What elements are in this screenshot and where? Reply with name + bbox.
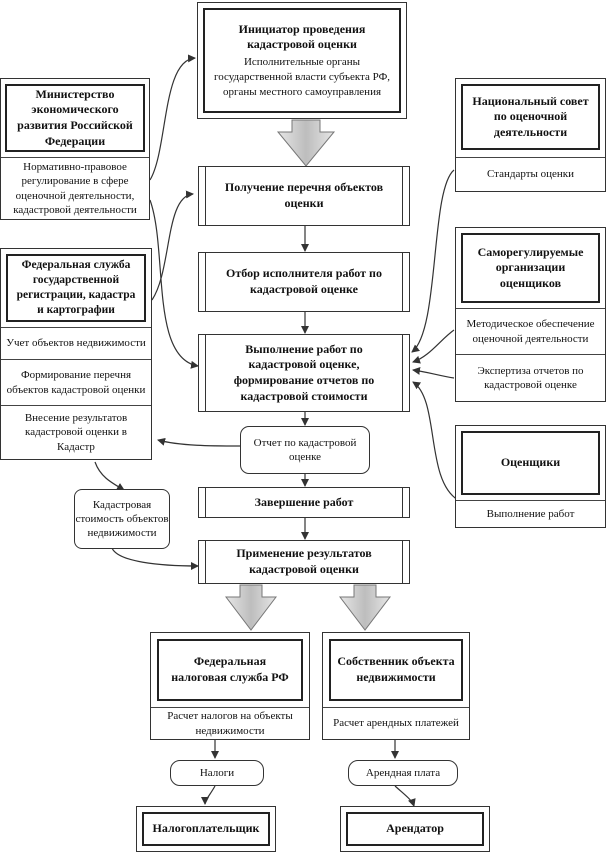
- sro-inner: Саморегулируемые организации оценщиков: [461, 233, 600, 303]
- owner-title: Собственник объекта недвижимости: [337, 654, 455, 684]
- rosreestr-item-2: Формирование перечня объектов кадастрово…: [1, 359, 151, 405]
- curve-report-rosreestr: [157, 437, 241, 447]
- initiator-block: Инициатор проведения кадастровой оценки …: [197, 2, 407, 119]
- step-select-contractor: Отбор исполнителя работ по кадастровой о…: [198, 252, 410, 312]
- big-arrow-owner: [338, 584, 392, 631]
- tenant-block: Арендатор: [340, 806, 490, 852]
- sro-item-2: Экспертиза отчетов по кадастровой оценке: [456, 354, 605, 401]
- owner-inner: Собственник объекта недвижимости: [329, 639, 463, 701]
- report-node: Отчет по кадастровой оценке: [240, 426, 370, 474]
- initiator-title: Инициатор проведения кадастровой оценки: [238, 21, 366, 52]
- arrow-taxes-taxpayer: [201, 785, 216, 805]
- ministry-block: Министерство экономического развития Рос…: [0, 78, 150, 220]
- ministry-title: Министерство экономического развития Рос…: [17, 86, 133, 148]
- rosreestr-inner: Федеральная служба государственной регис…: [6, 254, 146, 322]
- curve-value-s5: [111, 547, 199, 570]
- appraisers-inner: Оценщики: [461, 431, 600, 495]
- curve-council-s3: [411, 169, 455, 353]
- taxpayer-inner: Налогоплательщик: [142, 812, 270, 846]
- sro-title: Саморегулируемые организации оценщиков: [477, 244, 584, 290]
- rosreestr-block: Федеральная служба государственной регис…: [0, 248, 152, 460]
- appraisers-title: Оценщики: [500, 455, 561, 470]
- step-get-object-list: Получение перечня объектов оценки: [198, 166, 410, 226]
- rosreestr-title: Федеральная служба государственной регис…: [16, 259, 136, 316]
- tenant-inner: Арендатор: [346, 812, 484, 846]
- curve-expertise-s3: [412, 366, 455, 379]
- curve-ministry-s3: [149, 199, 199, 369]
- big-arrow-initiator: [276, 119, 336, 167]
- taxpayer-block: Налогоплательщик: [136, 806, 276, 852]
- curve-rosreestr-s1: [151, 190, 194, 301]
- sro-block: Саморегулируемые организации оценщиков М…: [455, 227, 606, 402]
- step-perform-work: Выполнение работ по кадастровой оценке, …: [198, 334, 410, 412]
- tax-service-block: Федеральная налоговая служба РФ Расчет н…: [150, 632, 310, 740]
- tenant-title: Арендатор: [386, 821, 444, 836]
- owner-item: Расчет арендных платежей: [323, 707, 469, 739]
- curve-sro-s3: [412, 329, 455, 364]
- step-apply-results: Применение результатов кадастровой оценк…: [198, 540, 410, 584]
- ministry-item: Нормативно-правовое регулирование в сфер…: [1, 157, 149, 219]
- appraisers-item: Выполнение работ: [456, 500, 605, 527]
- curve-rosreestr-value: [94, 461, 125, 491]
- arrow-rent-tenant: [394, 785, 416, 807]
- rent-node: Арендная плата: [348, 760, 458, 786]
- tax-service-item: Расчет налогов на объекты недвижимости: [151, 707, 309, 739]
- ministry-inner: Министерство экономического развития Рос…: [5, 84, 145, 152]
- owner-block: Собственник объекта недвижимости Расчет …: [322, 632, 470, 740]
- big-arrow-tax: [224, 584, 278, 631]
- national-council-block: Национальный совет по оценочной деятельн…: [455, 78, 606, 192]
- cadastral-value-node: Кадастровая стоимость объектов недвижимо…: [74, 489, 170, 549]
- taxpayer-title: Налогоплательщик: [152, 821, 260, 836]
- taxes-node: Налоги: [170, 760, 264, 786]
- rosreestr-item-1: Учет объектов недвижимости: [1, 327, 151, 359]
- tax-service-inner: Федеральная налоговая служба РФ: [157, 639, 303, 701]
- national-council-item: Стандарты оценки: [456, 157, 605, 191]
- curve-appraisers-s3: [412, 381, 459, 501]
- national-council-title: Национальный совет по оценочной деятельн…: [472, 93, 589, 139]
- sro-item-1: Методическое обеспечение оценочной деяте…: [456, 308, 605, 354]
- curve-ministry-initiator: [149, 54, 196, 181]
- initiator-inner: Инициатор проведения кадастровой оценки …: [203, 8, 401, 113]
- national-council-inner: Национальный совет по оценочной деятельн…: [461, 84, 600, 150]
- initiator-body: Исполнительные органы государственной вл…: [213, 55, 391, 98]
- rosreestr-item-3: Внесение результатов кадастровой оценки …: [1, 405, 151, 459]
- step-finish-work: Завершение работ: [198, 487, 410, 518]
- appraisers-block: Оценщики Выполнение работ: [455, 425, 606, 528]
- tax-service-title: Федеральная налоговая служба РФ: [171, 654, 289, 684]
